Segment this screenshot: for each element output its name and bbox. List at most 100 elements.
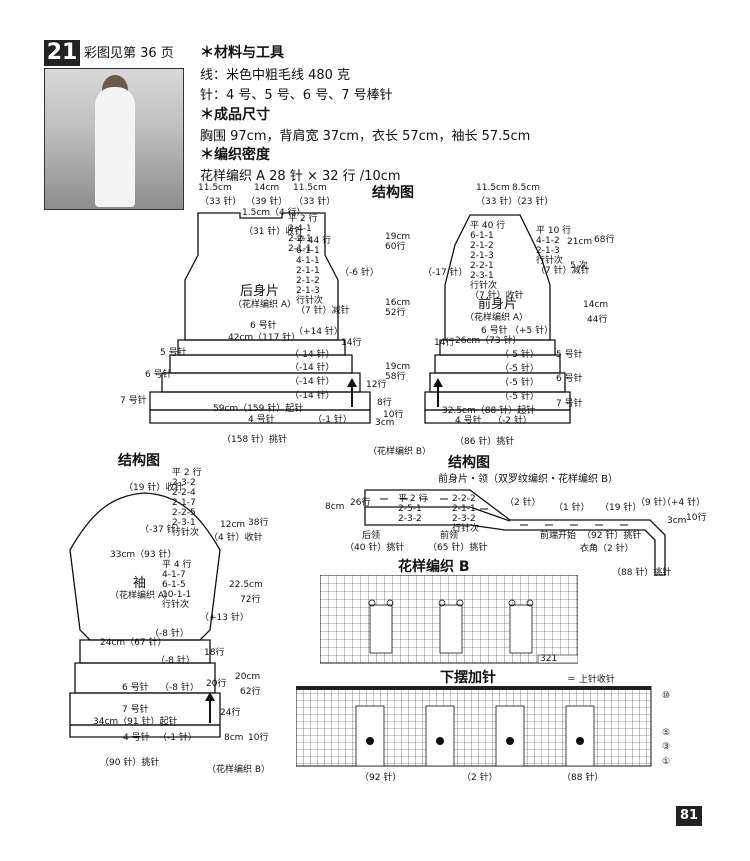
sleeve-dec-8a: （-8 针） — [150, 629, 189, 639]
sleeve-dec-8c: （-8 针） — [160, 683, 199, 693]
collar-inc4: （+4 针） — [662, 498, 706, 508]
sleeve-width-33: 33cm（93 针） — [110, 550, 177, 560]
front-rows14: 14行 — [434, 338, 455, 348]
sleeve-width-24: 24cm（67 针） — [100, 638, 167, 648]
sleeve-dim-22: 22.5cm — [229, 580, 263, 590]
collar-front-edge: 前端开始 — [540, 531, 577, 541]
front-pickup: （86 针）挑针 — [455, 437, 515, 447]
back-dec-14-b: （-14 针） — [290, 363, 335, 373]
page-number: 81 — [676, 806, 702, 826]
back-neck-rows: 1.5cm（4 行） — [242, 208, 306, 218]
sleeve-rows24: 24行 — [220, 708, 241, 718]
back-top-sts-3: （33 针） — [294, 197, 336, 207]
back-piece-pattern: （花样编织 A） — [233, 300, 297, 310]
collar-st19: （19 针） — [600, 503, 642, 513]
front-top-dim-2: 8.5cm — [512, 183, 541, 193]
front-dec-2: （-2 针） — [493, 416, 532, 426]
back-diagram-title: 结构图 — [372, 185, 414, 201]
back-dec-14-a: （-14 针） — [290, 350, 335, 360]
back-needle-5: 5 号针 — [160, 348, 187, 358]
back-cm3: 3cm — [375, 418, 395, 428]
front-piece-name: 前身片 — [478, 297, 518, 312]
front-needle-7: 7 号针 — [556, 399, 583, 409]
sleeve-dec-37: （-37 针） — [140, 525, 185, 535]
hem-row-5: ⑤ — [662, 728, 671, 738]
front-piece-pattern: （花样编织 A） — [465, 313, 529, 323]
back-rows14: 14行 — [341, 338, 362, 348]
back-needle-6b: 6 号针 — [145, 370, 172, 380]
hem-chart — [296, 686, 652, 767]
collar-st9: （9 针） — [636, 498, 672, 508]
back-needle-6: 6 号针 — [250, 321, 277, 331]
sleeve-dec-1: （-1 针） — [158, 733, 197, 743]
front-bottom: 32.5cm（88 针）起针 — [442, 406, 536, 416]
back-top-dim-2: 14cm — [254, 183, 280, 193]
collar-pick40: （40 针）挑针 — [345, 543, 405, 553]
sleeve-pattern-b: （花样编织 B） — [207, 765, 271, 775]
front-dec-5-d: （-5 针） — [500, 392, 539, 402]
back-inc-14: （+14 针） — [294, 327, 343, 337]
back-bottom: 59cm（159 针）起针 — [213, 404, 304, 414]
sleeve-rows18: 18行 — [204, 648, 225, 658]
hem-row-1: ① — [662, 757, 671, 767]
sleeve-outline — [69, 492, 221, 738]
front-needle-6: 6 号针 — [481, 326, 508, 336]
front-needle-4: 4 号针 — [455, 416, 482, 426]
collar-rows10: 10行 — [686, 513, 707, 523]
front-times: 5 次 — [570, 261, 588, 271]
size-text: 胸围 97cm，背肩宽 37cm，衣长 57cm，袖长 57.5cm — [200, 129, 531, 144]
size-title: ＊成品尺寸 — [200, 107, 270, 123]
sleeve-dim-8: 8cm — [224, 733, 244, 743]
back-needle-4: 4 号针 — [248, 415, 275, 425]
collar-st1: （1 针） — [554, 503, 590, 513]
pattern-number-badge: 21 — [44, 40, 80, 66]
pattern-b-title: 花样编织 B — [398, 559, 470, 575]
sleeve-dim-20: 20cm — [235, 672, 261, 682]
pattern-b-chart — [320, 575, 578, 664]
sleeve-dim-72: 72行 — [240, 595, 261, 605]
sleeve-dim-12: 12cm — [220, 520, 246, 530]
front-top-sts-2: （23 针） — [512, 197, 554, 207]
back-width-42: 42cm（117 针） — [228, 333, 301, 343]
back-pickup: （158 针）挑针 — [222, 435, 288, 445]
front-dim-14: 14cm — [583, 300, 609, 310]
sleeve-rows20: 20行 — [206, 679, 227, 689]
collar-st2: （2 针） — [505, 498, 541, 508]
sleeve-dec-4: （4 针）收针 — [209, 533, 263, 543]
density-text: 花样编织 A 28 针 × 32 行 /10cm — [200, 169, 401, 184]
front-width-26: 26cm（73 针） — [455, 336, 522, 346]
front-needle-6b: 6 号针 — [556, 374, 583, 384]
collar-front-neck: 前领 — [440, 531, 459, 541]
front-dim-68: 68行 — [594, 235, 615, 245]
sleeve-dim-10: 10行 — [248, 733, 269, 743]
materials-yarn: 线：米色中粗毛线 480 克 — [200, 68, 351, 83]
front-dim-44: 44行 — [587, 315, 608, 325]
sleeve-top-sts: （19 针）收针 — [124, 483, 184, 493]
back-top-sts-2: （39 针） — [246, 197, 288, 207]
back-top-dim-1: 11.5cm — [198, 183, 232, 193]
sleeve-pickup: （90 针）挑针 — [100, 758, 160, 768]
density-title: ＊编织密度 — [200, 147, 270, 163]
collar-subtitle: 前身片・领（双罗纹编织・花样编织 B） — [438, 474, 619, 485]
back-shoulder-dec: （-6 针） — [340, 268, 379, 278]
collar-outline — [364, 489, 666, 576]
materials-needles: 针：4 号、5 号、6 号、7 号棒针 — [200, 88, 393, 103]
collar-pick65: （65 针）挑针 — [428, 543, 488, 553]
back-rows12: 12行 — [366, 380, 387, 390]
front-top-sts-1: （33 针） — [476, 197, 518, 207]
collar-corner: 衣角（2 针） — [580, 544, 634, 554]
front-pattern-b: （花样编织 B） — [368, 447, 432, 457]
back-piece-outline — [149, 212, 371, 424]
collar-pick88: （88 针）挑针 — [612, 568, 672, 578]
sleeve-dec-8b: （-8 针） — [156, 656, 195, 666]
back-dec-1: （-1 针） — [313, 415, 352, 425]
